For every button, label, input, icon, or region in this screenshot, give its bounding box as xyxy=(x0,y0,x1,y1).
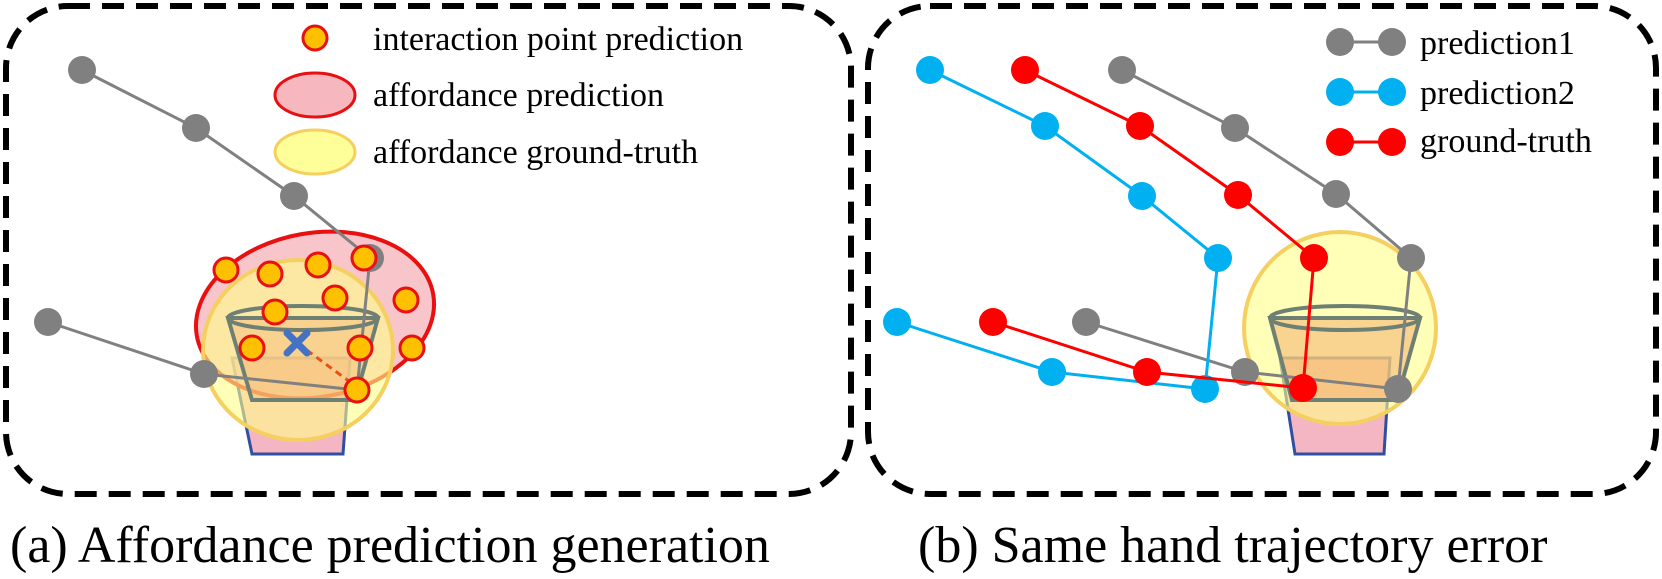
interaction-point xyxy=(238,334,266,362)
prediction1-point xyxy=(1108,56,1136,84)
caption-b: (b) Same hand trajectory error xyxy=(918,517,1547,574)
prediction2-point xyxy=(1038,358,1066,386)
trajectory-prediction2-points xyxy=(883,56,1232,403)
center-x-icon xyxy=(283,329,311,357)
panel-a: interaction point prediction affordance … xyxy=(3,3,854,497)
prediction2-point xyxy=(1128,182,1156,210)
legend-ground-truth-label: ground-truth xyxy=(1420,123,1592,160)
ground-truth-point xyxy=(1011,56,1039,84)
trajectory-a-short-point xyxy=(34,308,62,336)
legend-prediction2-icon xyxy=(1326,78,1354,106)
interaction-point xyxy=(343,376,371,404)
prediction1-point xyxy=(1231,358,1259,386)
prediction2-point xyxy=(1204,244,1232,272)
prediction2-point xyxy=(883,308,911,336)
prediction2-point xyxy=(916,56,944,84)
legend-affordance-ground-truth-icon xyxy=(273,128,357,176)
ground-truth-point xyxy=(979,308,1007,336)
ground-truth-point xyxy=(1126,112,1154,140)
trajectory-prediction1-points xyxy=(1072,56,1425,403)
legend-a: interaction point prediction affordance … xyxy=(273,21,743,176)
prediction2-point xyxy=(1031,112,1059,140)
panel-a-frame xyxy=(3,3,854,497)
interaction-point xyxy=(261,298,289,326)
interaction-point xyxy=(350,244,378,272)
legend-b: prediction1 prediction2 ground-truth xyxy=(1326,25,1592,160)
ground-truth-point xyxy=(1289,374,1317,402)
interaction-point xyxy=(321,284,349,312)
legend-affordance-prediction-label: affordance prediction xyxy=(373,77,664,114)
legend-prediction2-icon xyxy=(1378,78,1406,106)
legend-affordance-ground-truth-label: affordance ground-truth xyxy=(373,134,698,171)
interaction-points xyxy=(212,244,426,404)
legend-prediction1-label: prediction1 xyxy=(1420,25,1575,62)
legend-affordance-prediction-icon xyxy=(273,71,357,119)
legend-ground-truth-icon xyxy=(1326,128,1354,156)
panel-b: prediction1 prediction2 ground-truth xyxy=(865,3,1659,497)
prediction1-point xyxy=(1322,180,1350,208)
ground-truth-point xyxy=(1300,244,1328,272)
legend-interaction-point-icon xyxy=(301,24,329,52)
legend-prediction2-label: prediction2 xyxy=(1420,75,1575,112)
ground-truth-point xyxy=(1224,181,1252,209)
legend-ground-truth-icon xyxy=(1378,128,1406,156)
trajectory-a-long-point xyxy=(182,114,210,142)
ground-truth-point xyxy=(1133,358,1161,386)
interaction-point xyxy=(398,334,426,362)
legend-prediction1-icon xyxy=(1326,28,1354,56)
interaction-point xyxy=(304,251,332,279)
interaction-point xyxy=(212,256,240,284)
trajectory-a-long-point xyxy=(280,182,308,210)
prediction1-point xyxy=(1384,375,1412,403)
prediction2-point xyxy=(1191,375,1219,403)
interaction-point xyxy=(346,334,374,362)
prediction1-point xyxy=(1397,244,1425,272)
cup-rim-b xyxy=(1268,304,1422,332)
legend-interaction-point-label: interaction point prediction xyxy=(373,21,743,58)
trajectory-ground-truth-points xyxy=(979,56,1328,402)
cup-rim-a xyxy=(226,304,380,332)
caption-a: (a) Affordance prediction generation xyxy=(10,517,770,574)
prediction1-point xyxy=(1072,308,1100,336)
trajectory-a-long-point xyxy=(68,56,96,84)
trajectory-prediction2-long xyxy=(929,68,1220,390)
interaction-point xyxy=(256,260,284,288)
legend-prediction1-icon xyxy=(1378,28,1406,56)
trajectory-a-short-point xyxy=(190,360,218,388)
prediction1-point xyxy=(1221,114,1249,142)
interaction-point xyxy=(392,286,420,314)
